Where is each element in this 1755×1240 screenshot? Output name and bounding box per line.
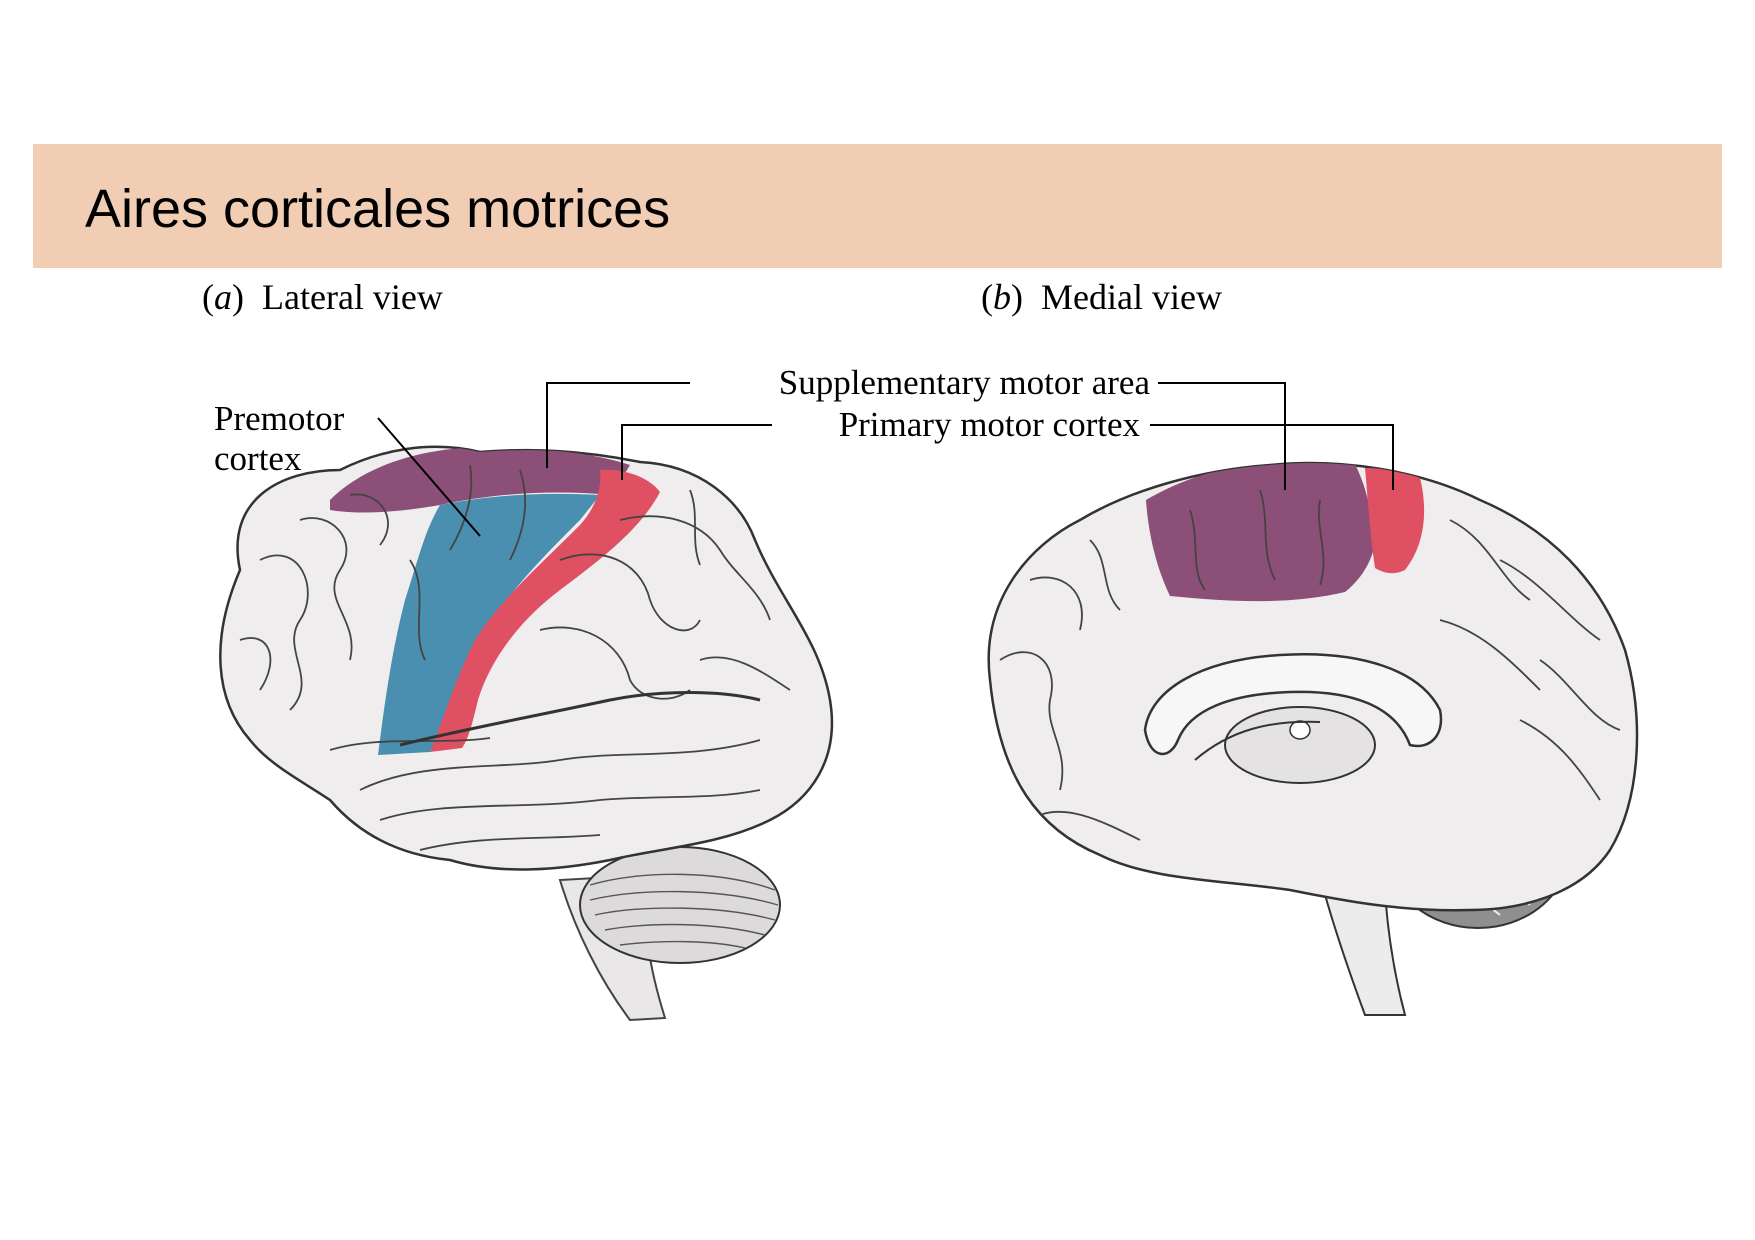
- medial-sulci: [999, 489, 1621, 841]
- lateral-cortex: [219, 445, 834, 871]
- label-supplementary-motor-area: Supplementary motor area: [779, 363, 1151, 402]
- leader-lines: [546, 382, 1394, 490]
- leader-supplementary-lateral: [546, 382, 690, 468]
- panel-a-title: Lateral view: [262, 277, 443, 317]
- panel-a-caption: (a) Lateral view: [202, 277, 443, 317]
- medial-interthalamic-adhesion: [1289, 720, 1311, 740]
- medial-thalamus: [1224, 706, 1376, 784]
- lateral-sulci: [239, 464, 791, 851]
- panel-b-caption: (b) Medial view: [981, 277, 1222, 317]
- lateral-brain: [219, 445, 834, 1022]
- lateral-cerebellum-folia: [589, 873, 779, 949]
- label-premotor-line1: Premotor: [214, 399, 345, 438]
- medial-fornix: [1194, 720, 1321, 761]
- leader-primary-medial: [1150, 424, 1394, 490]
- medial-brain: [987, 461, 1639, 1016]
- lateral-primary-motor-cortex: [430, 469, 660, 752]
- lateral-supplementary-motor-area: [330, 446, 630, 513]
- panel-b-title: Medial view: [1041, 277, 1222, 317]
- medial-primary-motor-cortex: [1365, 468, 1425, 574]
- medial-corpus-callosum: [1143, 653, 1443, 756]
- panel-b-letter: b: [993, 277, 1011, 317]
- page-title: Aires corticales motrices: [85, 179, 671, 239]
- leader-supplementary-medial: [1158, 382, 1286, 490]
- medial-supplementary-motor-area: [1146, 463, 1375, 602]
- lateral-sylvian-fissure: [399, 691, 761, 747]
- lateral-cerebellum: [579, 846, 781, 964]
- leader-premotor: [377, 417, 481, 537]
- label-primary-motor-cortex: Primary motor cortex: [839, 405, 1141, 444]
- leader-primary-lateral: [621, 424, 772, 480]
- label-premotor-line2: cortex: [214, 439, 302, 478]
- panel-a-letter: a: [214, 277, 232, 317]
- title-band: Aires corticales motrices: [33, 144, 1722, 268]
